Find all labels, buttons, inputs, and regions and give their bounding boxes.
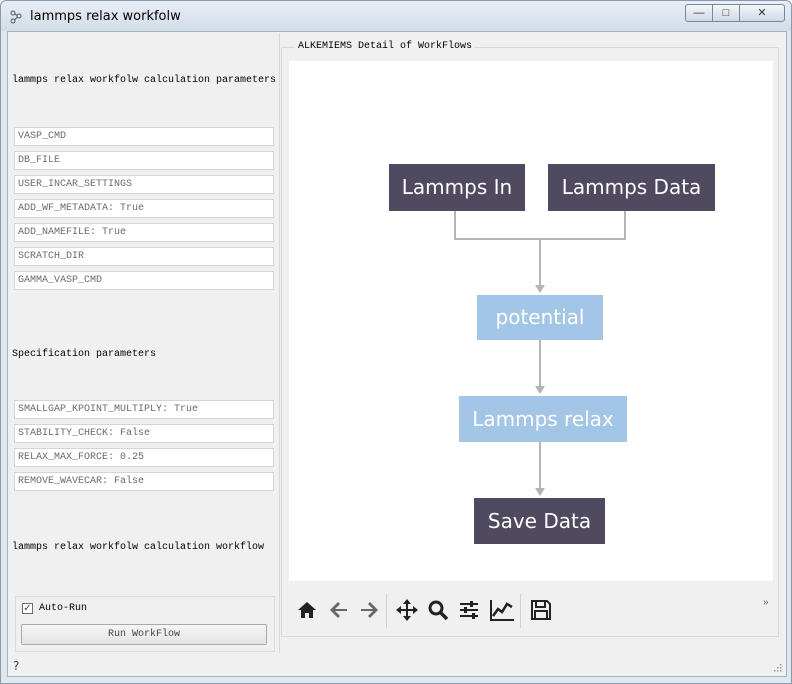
param-field-add-namefile[interactable]: ADD_NAMEFILE: True [14, 223, 274, 242]
param-field-vasp-cmd[interactable]: VASP_CMD [14, 127, 274, 146]
run-controls-group: ✓ Auto-Run Run WorkFlow [15, 596, 275, 652]
toolbar-separator [386, 594, 387, 628]
param-field-smallgap-kpoint-multiply[interactable]: SMALLGAP_KPOINT_MULTIPLY: True [14, 400, 274, 419]
zoom-icon[interactable] [424, 596, 452, 624]
workflow-heading: lammps relax workfolw calculation workfl… [12, 542, 265, 553]
auto-run-label[interactable]: Auto-Run [39, 603, 88, 614]
param-field-add-wf-metadata[interactable]: ADD_WF_METADATA: True [14, 199, 274, 218]
node-lammps-in[interactable]: Lammps In [389, 164, 525, 211]
workflow-detail-title: ALKEMIEMS Detail of WorkFlows [295, 41, 476, 52]
auto-run-checkbox[interactable]: ✓ [22, 603, 33, 614]
parameters-panel: lammps relax workfolw calculation parame… [9, 33, 280, 653]
workflow-detail-groupbox [281, 47, 779, 637]
edit-axis-icon[interactable] [487, 596, 515, 624]
param-field-scratch-dir[interactable]: SCRATCH_DIR [14, 247, 274, 266]
param-field-gamma-vasp-cmd[interactable]: GAMMA_VASP_CMD [14, 271, 274, 290]
node-save-data[interactable]: Save Data [474, 498, 605, 544]
param-field-db-file[interactable]: DB_FILE [14, 151, 274, 170]
param-field-relax-max-force[interactable]: RELAX_MAX_FORCE: 0.25 [14, 448, 274, 467]
back-icon[interactable] [325, 596, 353, 624]
node-lammps-relax[interactable]: Lammps relax [459, 396, 627, 442]
toolbar-overflow-button[interactable]: » [763, 597, 769, 608]
close-button[interactable]: ✕ [739, 4, 785, 22]
help-icon[interactable]: ? [13, 659, 20, 673]
node-lammps-data[interactable]: Lammps Data [548, 164, 715, 211]
param-field-stability-check[interactable]: STABILITY_CHECK: False [14, 424, 274, 443]
pan-icon[interactable] [393, 596, 421, 624]
navigation-toolbar: » [289, 592, 773, 628]
calculation-parameters-heading: lammps relax workfolw calculation parame… [12, 75, 277, 86]
title-bar: lammps relax workfolw — □ ✕ [1, 1, 791, 31]
window-title: lammps relax workfolw [30, 9, 181, 24]
configure-subplots-icon[interactable] [455, 596, 483, 624]
maximize-button[interactable]: □ [712, 4, 740, 22]
minimize-button[interactable]: — [685, 4, 713, 22]
run-workflow-button[interactable]: Run WorkFlow [21, 624, 267, 645]
forward-icon[interactable] [355, 596, 383, 624]
client-area: lammps relax workfolw calculation parame… [7, 31, 787, 677]
workflow-edges [454, 209, 626, 496]
resize-grip-icon[interactable] [772, 662, 782, 672]
workflow-canvas[interactable]: Lammps In Lammps Data potential Lammps r… [289, 61, 773, 581]
toolbar-separator [520, 594, 521, 628]
save-icon[interactable] [527, 596, 555, 624]
app-icon [10, 10, 22, 24]
param-field-user-incar-settings[interactable]: USER_INCAR_SETTINGS [14, 175, 274, 194]
home-icon[interactable] [293, 596, 321, 624]
param-field-remove-wavecar[interactable]: REMOVE_WAVECAR: False [14, 472, 274, 491]
node-potential[interactable]: potential [477, 295, 603, 340]
specification-parameters-heading: Specification parameters [12, 349, 157, 360]
